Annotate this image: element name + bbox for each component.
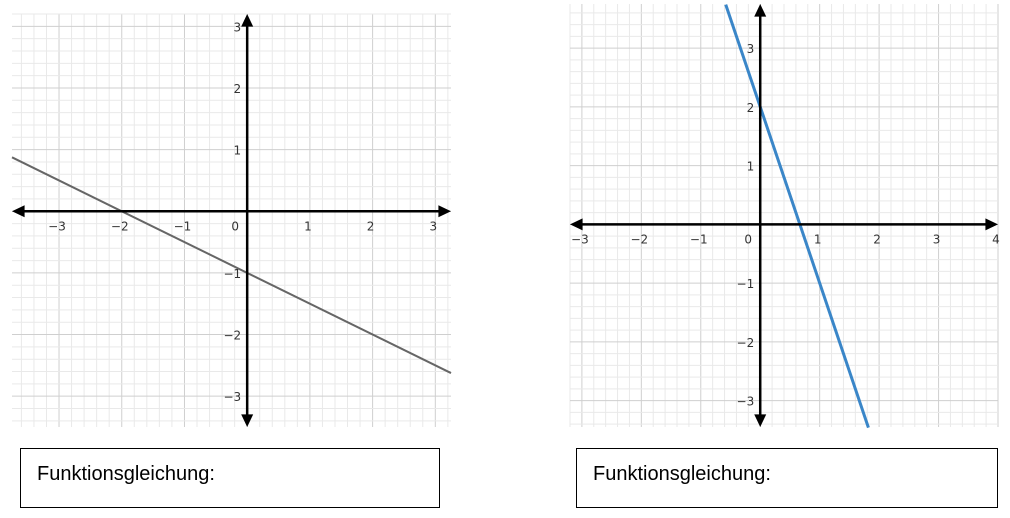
y-tick-label: −2 <box>737 336 755 350</box>
y-tick-label: −3 <box>737 395 755 409</box>
y-axis-arrow-up <box>754 4 767 17</box>
graph-left: −3 −2 −1 0 1 2 3 −3 −2 −1 1 2 3 <box>11 13 452 427</box>
chart-1: −3 −2 −1 0 1 2 3 4 −3 −2 −1 1 2 3 <box>569 4 1000 429</box>
x-tick-label: 0 <box>231 219 239 233</box>
x-axis-arrow-left <box>12 205 25 218</box>
graph-right: −3 −2 −1 0 1 2 3 4 −3 −2 −1 1 2 3 <box>569 4 1000 429</box>
x-tick-label: 3 <box>933 232 941 246</box>
y-axis-arrow-down <box>241 414 254 427</box>
y-tick-label: 2 <box>234 82 242 96</box>
x-tick-label: 4 <box>992 232 1000 246</box>
y-tick-label: 3 <box>234 20 242 34</box>
y-tick-label: −3 <box>223 390 241 404</box>
x-tick-label: −1 <box>690 232 708 246</box>
grid <box>12 13 451 427</box>
answer-label-right: Funktionsgleichung: <box>593 463 771 485</box>
y-tick-label: 3 <box>747 42 755 56</box>
series-line <box>724 4 870 429</box>
x-tick-label: 0 <box>744 232 752 246</box>
x-tick-label: −3 <box>48 219 66 233</box>
answer-box-right[interactable]: Funktionsgleichung: <box>576 448 998 508</box>
grid <box>569 4 999 427</box>
y-axis-arrow-down <box>754 414 767 427</box>
chart-0: −3 −2 −1 0 1 2 3 −3 −2 −1 1 2 3 <box>11 13 452 427</box>
x-tick-label: −3 <box>571 232 589 246</box>
answer-label-left: Funktionsgleichung: <box>37 463 215 485</box>
x-tick-label: −2 <box>630 232 648 246</box>
x-tick-label: 2 <box>367 219 375 233</box>
x-axis-arrow-right <box>438 205 451 218</box>
x-tick-label: 1 <box>304 219 312 233</box>
answer-box-left[interactable]: Funktionsgleichung: <box>20 448 440 508</box>
x-axis-arrow-right <box>985 218 998 231</box>
y-tick-label: 1 <box>234 144 242 158</box>
y-tick-label: 2 <box>747 101 755 115</box>
x-tick-label: −2 <box>111 219 129 233</box>
y-tick-label: −1 <box>223 267 241 281</box>
y-axis-arrow-up <box>241 14 254 27</box>
y-tick-label: 1 <box>747 160 755 174</box>
x-tick-label: 3 <box>430 219 438 233</box>
series-line <box>11 156 452 374</box>
x-tick-label: 1 <box>814 232 822 246</box>
x-tick-label: −1 <box>174 219 192 233</box>
y-tick-label: −2 <box>223 329 241 343</box>
y-tick-label: −1 <box>737 277 755 291</box>
x-tick-label: 2 <box>873 232 881 246</box>
x-axis-arrow-left <box>570 218 583 231</box>
